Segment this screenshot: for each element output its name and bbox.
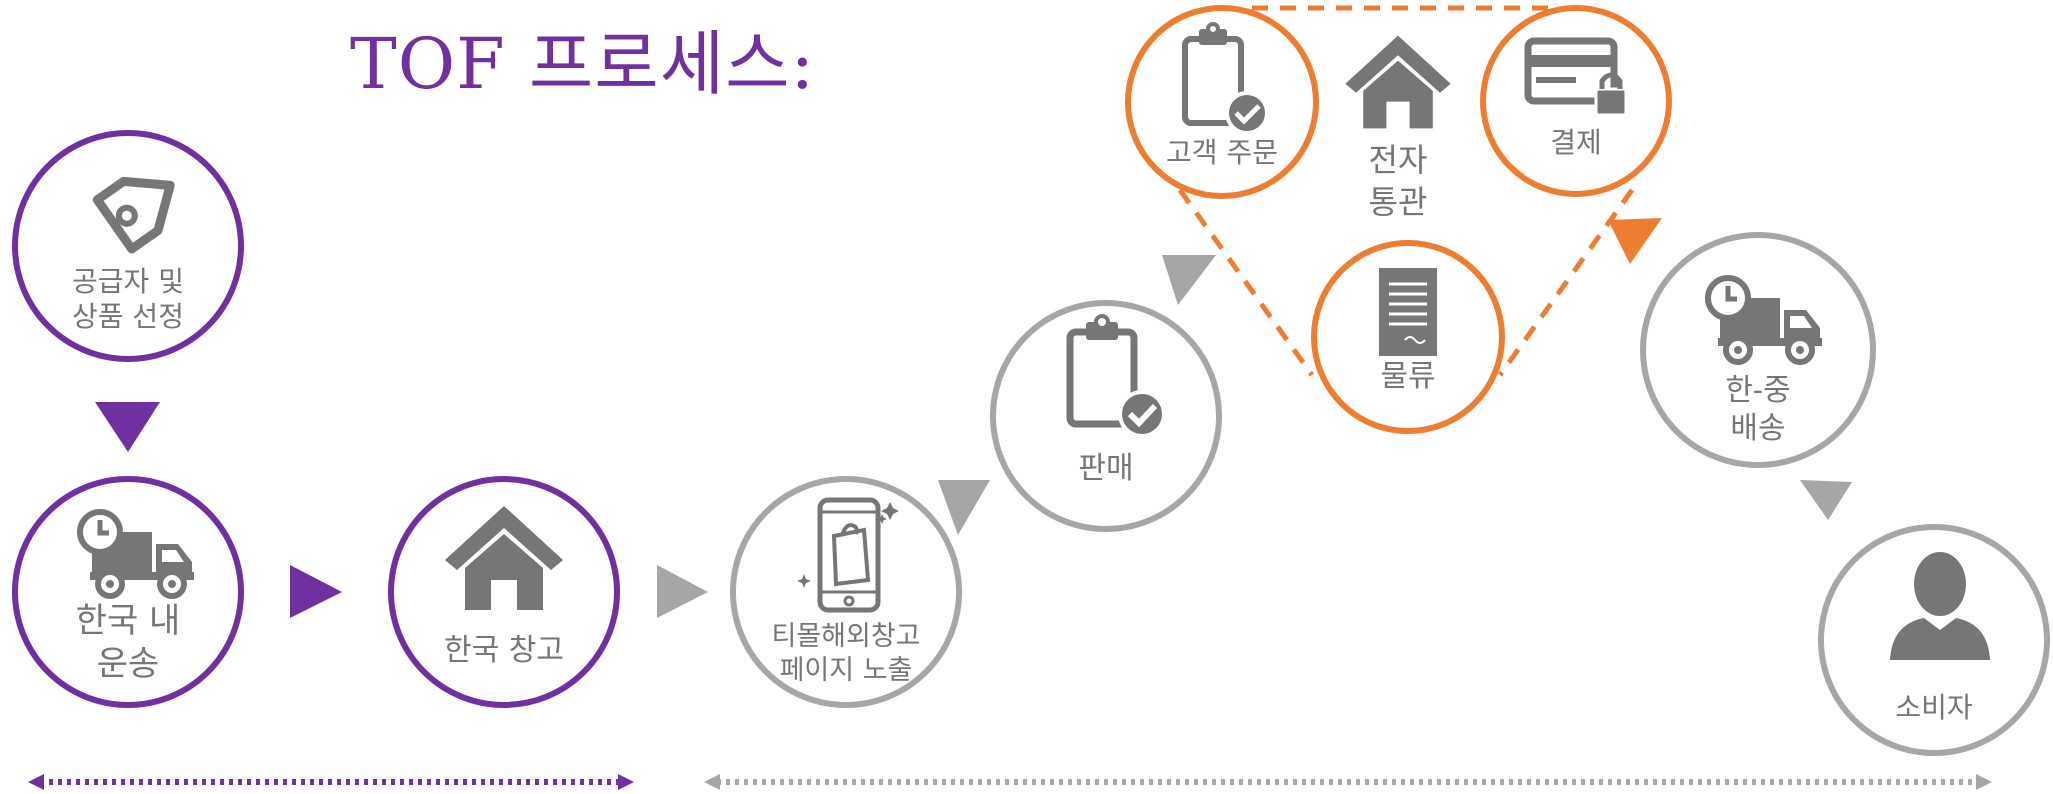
bottom-span-purple [28,774,634,790]
clipboard-check-icon [1066,314,1166,438]
arrow-down-right-orange [1608,218,1662,264]
node-sales-label: 판매 [1078,451,1134,486]
node-korea-warehouse: 한국 창고 [388,476,620,708]
delivery-truck-icon [1705,275,1822,365]
node-sales: 판매 [990,300,1222,532]
node-customer-order-label: 고객 주문 [1166,136,1278,169]
arrow-right-grey [657,565,708,618]
node-payment-label: 결제 [1550,126,1602,159]
house-icon [1345,35,1451,129]
node-korea-china-shipping: 한-중 배송 [1640,232,1876,468]
arrow-down-right-grey [1800,480,1852,520]
node-customs-label: 전자 통관 [1368,141,1428,221]
document-icon [1379,268,1437,356]
node-tmall-page: 티몰해외창고 페이지 노출 [730,476,962,708]
node-customer-order: 고객 주문 [1125,5,1319,199]
credit-card-lock-icon [1524,37,1628,117]
node-supplier-label: 공급자 및 상품 선정 [72,265,184,333]
node-domestic-shipping: 한국 내 운송 [12,476,244,708]
node-consumer-label: 소비자 [1895,691,1973,724]
diagram-title: TOF 프로세스: [350,23,816,105]
node-consumer: 소비자 [1818,524,2050,756]
node-payment: 결제 [1480,5,1672,197]
node-logistics: 물류 [1311,240,1505,434]
person-icon [1890,552,1990,660]
node-domestic-shipping-label: 한국 내 운송 [75,601,181,684]
smartphone-shopping-icon [797,497,899,613]
house-icon [445,506,563,610]
node-supplier: 공급자 및 상품 선정 [12,130,244,362]
node-logistics-label: 물류 [1380,359,1436,394]
clipboard-check-icon [1182,22,1269,135]
arrow-right-purple [290,565,342,618]
arrow-down-purple [95,402,160,452]
arrow-up-right-grey-1 [938,480,990,535]
price-tag-icon [92,176,175,254]
node-korea-china-shipping-label: 한-중 배송 [1725,373,1791,446]
bottom-span-grey [704,774,1992,790]
node-korea-warehouse-label: 한국 창고 [444,633,564,668]
delivery-truck-icon [77,509,194,599]
node-tmall-page-label: 티몰해외창고 페이지 노출 [771,621,921,686]
arrow-up-right-grey-2 [1162,255,1216,305]
